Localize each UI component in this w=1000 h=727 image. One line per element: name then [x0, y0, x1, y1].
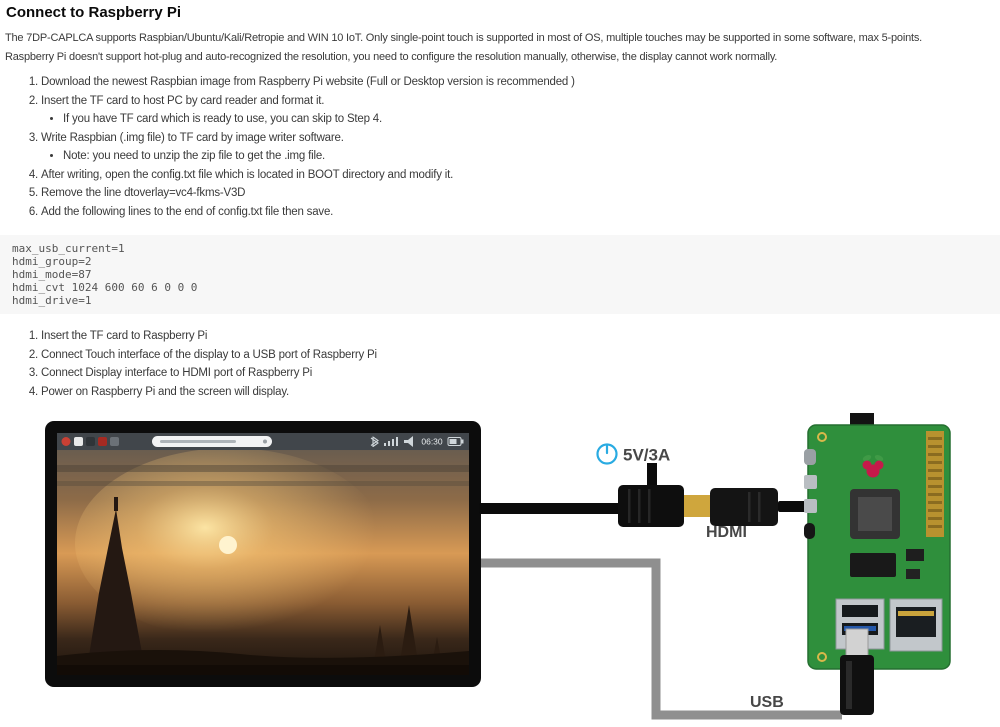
connect-step-1-text: Insert the TF card to Raspberry Pi: [41, 330, 208, 342]
micro-hdmi-port: [804, 475, 817, 489]
power-icon: [596, 443, 618, 465]
connect-step-2-text: Connect Touch interface of the display t…: [41, 348, 377, 361]
volume-icon: [404, 436, 413, 447]
power-cable: [647, 463, 657, 489]
ethernet-port: [889, 598, 943, 652]
soc-chip: [850, 489, 900, 539]
config-line-4: hdmi_cvt 1024 600 60 6 0 0 0: [12, 281, 198, 294]
config-line-5: hdmi_drive=1: [12, 294, 92, 307]
cloud-band: [57, 465, 469, 472]
usb-connection: USB: [481, 558, 842, 720]
setup-step-3: Write Raspbian (.img file) to TF card by…: [41, 129, 1000, 166]
connect-step-4-text: Power on Raspberry Pi and the screen wil…: [41, 385, 290, 398]
setup-step-3-substep: Note: you need to unzip the zip file to …: [63, 147, 1000, 166]
page-title: Connect to Raspberry Pi: [6, 4, 182, 21]
pagoda-silhouette: [86, 509, 146, 675]
connection-diagram-svg: 06:30 5V/3A: [45, 413, 951, 720]
setup-step-5-text: Remove the line dtoverlay=vc4-fkms-V3D: [41, 187, 246, 199]
display-monitor: 06:30: [45, 421, 481, 687]
hdmi-connection: HDMI: [479, 463, 808, 541]
audio-jack: [804, 523, 815, 539]
usb-plug-body: [840, 655, 874, 715]
usb-plug-shield: [845, 628, 869, 658]
hdmi-connector-right: [697, 488, 778, 526]
config-line-2: hdmi_group=2: [12, 255, 92, 268]
setup-step-3-text: Write Raspbian (.img file) to TF card by…: [41, 131, 344, 144]
setup-step-4-text: After writing, open the config.txt file …: [41, 168, 454, 181]
power-rating-label: 5V/3A: [623, 446, 670, 465]
raspberry-logo: [862, 454, 884, 478]
usb-plug: [840, 628, 874, 715]
bluetooth-icon: [370, 436, 379, 447]
setup-step-6: Add the following lines to the end of co…: [41, 203, 1000, 222]
setup-step-1-text: Download the newest Raspbian image from …: [41, 76, 575, 88]
connect-step-1: Insert the TF card to Raspberry Pi: [41, 327, 1000, 346]
config-line-1: max_usb_current=1: [12, 242, 125, 255]
app-icon: [98, 437, 107, 446]
hdmi-label: HDMI: [706, 524, 747, 541]
status-time: 06:30: [421, 437, 443, 447]
hdmi-cable-from-display: [479, 503, 620, 514]
small-chip: [906, 549, 924, 561]
config-code-block: max_usb_current=1 hdmi_group=2 hdmi_mode…: [0, 235, 1000, 314]
setup-steps-list: Download the newest Raspbian image from …: [5, 73, 1000, 221]
small-chip: [906, 569, 920, 579]
app-icon: [110, 437, 119, 446]
setup-step-2-substep-text: If you have TF card which is ready to us…: [63, 113, 382, 125]
connect-steps-list: Insert the TF card to Raspberry Pi Conne…: [5, 327, 1000, 401]
intro-paragraph-2: Raspberry Pi doesn't support hot-plug an…: [5, 51, 778, 63]
hdmi-connector-left: [618, 485, 697, 527]
sun: [219, 536, 237, 554]
setup-step-3-substep-text: Note: you need to unzip the zip file to …: [63, 150, 326, 162]
usb-c-port: [804, 449, 816, 465]
browser-toolbar: 06:30: [57, 433, 469, 450]
setup-step-5: Remove the line dtoverlay=vc4-fkms-V3D: [41, 184, 1000, 203]
intro-paragraphs: The 7DP-CAPLCA supports Raspbian/Ubuntu/…: [5, 29, 1000, 67]
gpio-header: [926, 431, 944, 537]
ram-chip: [850, 553, 896, 577]
app-icon: [74, 437, 83, 446]
setup-step-2-substep: If you have TF card which is ready to us…: [63, 110, 1000, 129]
setup-step-2: Insert the TF card to host PC by card re…: [41, 92, 1000, 129]
setup-step-2-text: Insert the TF card to host PC by card re…: [41, 94, 325, 107]
setup-step-3-substeps: Note: you need to unzip the zip file to …: [41, 147, 1000, 166]
hdmi-cable-to-pi: [778, 501, 808, 512]
setup-step-4: After writing, open the config.txt file …: [41, 166, 1000, 185]
power-rating: 5V/3A: [596, 443, 670, 465]
app-icon: [61, 437, 71, 446]
usb-touch-cable: [481, 558, 842, 720]
usb-label: USB: [750, 694, 784, 711]
screen-photo: [57, 448, 469, 675]
setup-step-6-text: Add the following lines to the end of co…: [41, 205, 334, 218]
setup-step-1: Download the newest Raspbian image from …: [41, 73, 1000, 92]
raspberry-pi-board: [804, 413, 951, 715]
address-text-hint: [160, 440, 236, 443]
micro-hdmi-port: [804, 499, 817, 513]
app-icon: [86, 437, 95, 446]
config-line-3: hdmi_mode=87: [12, 268, 92, 281]
connect-step-2: Connect Touch interface of the display t…: [41, 346, 1000, 365]
mount-hole: [817, 652, 827, 662]
mount-hole: [817, 432, 827, 442]
connect-step-3-text: Connect Display interface to HDMI port o…: [41, 367, 313, 379]
signal-icon: [384, 437, 398, 446]
connection-illustration: 06:30 5V/3A: [0, 413, 1000, 727]
battery-icon: [447, 437, 464, 446]
intro-paragraph-1: The 7DP-CAPLCA supports Raspbian/Ubuntu/…: [5, 32, 923, 44]
connect-step-4: Power on Raspberry Pi and the screen wil…: [41, 383, 1000, 402]
connect-step-3: Connect Display interface to HDMI port o…: [41, 364, 1000, 383]
setup-step-2-substeps: If you have TF card which is ready to us…: [41, 110, 1000, 129]
